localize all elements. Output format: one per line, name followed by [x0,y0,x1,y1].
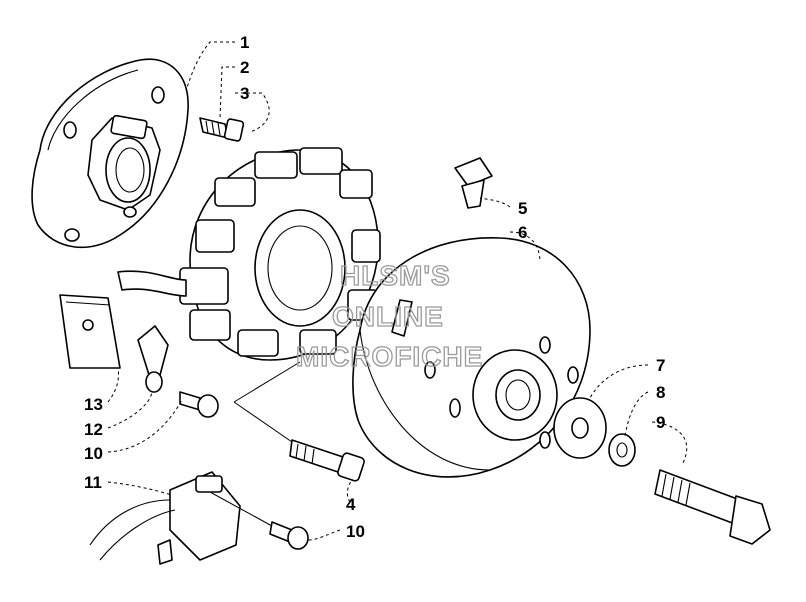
callout-10-lower: 10 [346,522,365,541]
callout-10-upper: 10 [84,444,103,463]
callout-6: 6 [518,223,527,242]
pulser-coil [89,471,241,565]
callout-labels: 1 2 3 5 6 7 8 9 13 12 10 11 4 10 [84,33,665,541]
callout-12: 12 [84,420,103,439]
callout-4: 4 [346,495,356,514]
watermark: HLSM'S ONLINE MICROFICHE [295,259,483,372]
callout-8: 8 [656,383,665,402]
callout-13: 13 [84,395,103,414]
callout-5: 5 [518,199,527,218]
flange-bolt [454,157,493,209]
small-bolt [199,117,245,142]
watermark-line-3: MICROFICHE [296,341,483,372]
socket-bolt [289,439,365,482]
callout-2: 2 [240,58,249,77]
lock-washer [608,433,636,467]
leader-lines [107,41,688,541]
washer [553,397,607,459]
screw-upper [179,391,219,418]
stator-assembly [117,147,381,361]
watermark-line-2: ONLINE [332,301,444,332]
watermark-line-1: HLSM'S [340,260,451,291]
pulser-bracket [137,325,169,393]
screw-lower [269,521,309,550]
callout-7: 7 [656,356,665,375]
pickup-plate [59,294,121,369]
backing-plate [31,58,189,249]
flywheel-bolt [654,469,771,545]
callout-9: 9 [656,413,665,432]
callout-11: 11 [84,473,102,492]
callout-1: 1 [240,33,249,52]
callout-3: 3 [240,84,249,103]
flywheel [352,237,591,478]
